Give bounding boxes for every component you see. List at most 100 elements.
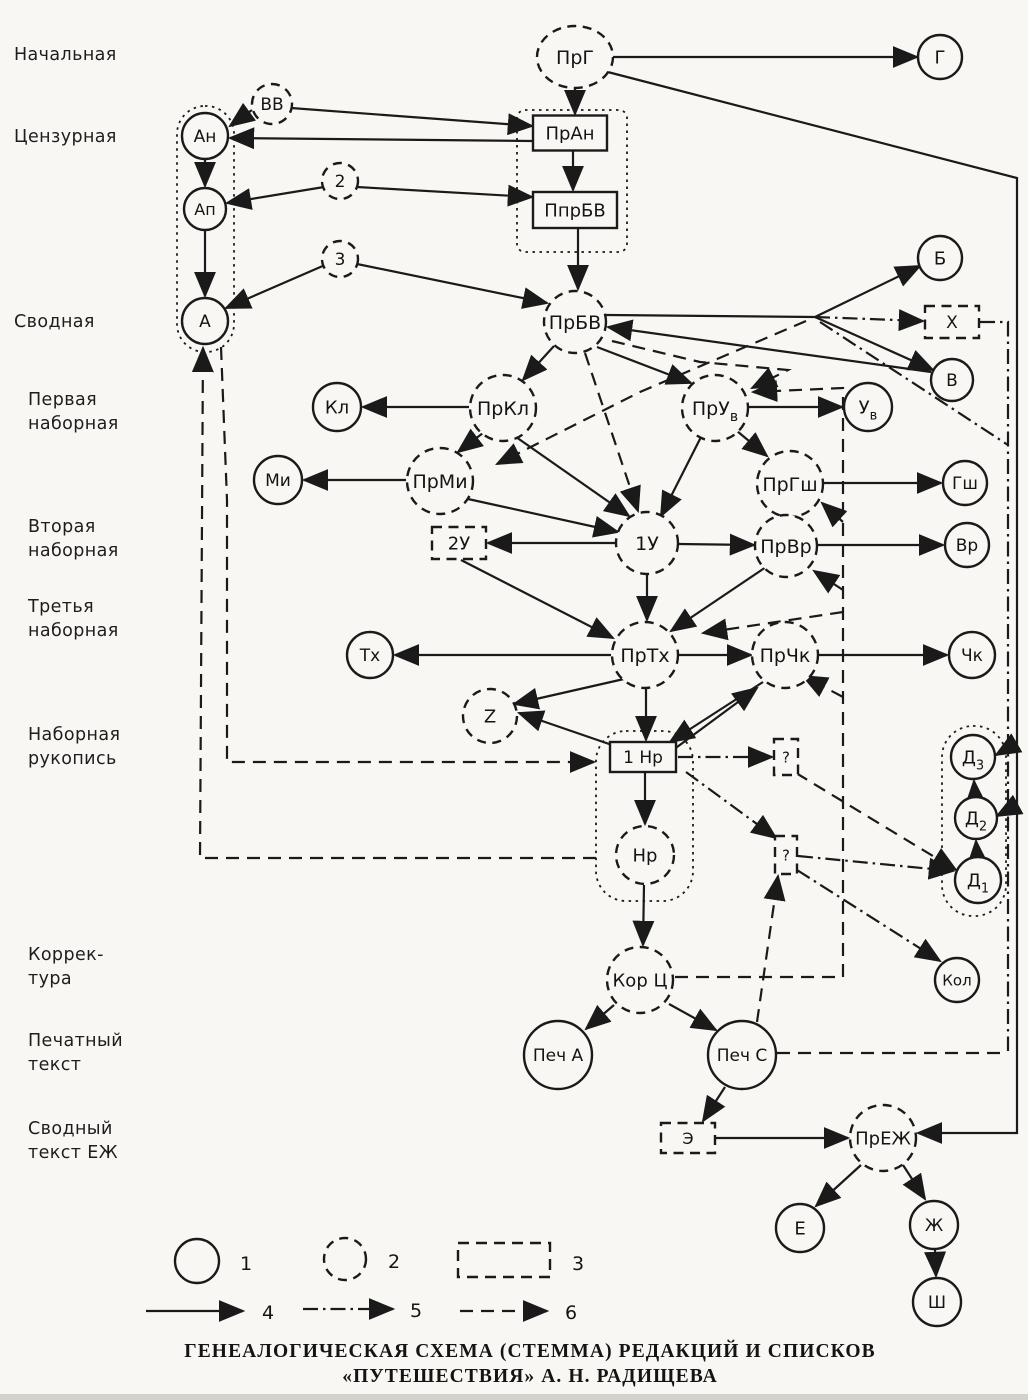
container-group-an-ap-a <box>176 105 235 353</box>
edge-korts-to-pechs <box>668 1003 718 1032</box>
node-erect-shape <box>659 1121 717 1155</box>
caption-line1: ГЕНЕАЛОГИЧЕСКАЯ СХЕМА (СТЕММА) РЕДАКЦИЙ … <box>184 1340 876 1362</box>
node-q2-label: ? <box>782 846 790 864</box>
edge-n3-to-a <box>223 263 326 310</box>
node-prtkh-label: ПрТх <box>620 645 669 667</box>
node-zh-shape <box>908 1199 960 1251</box>
caption-layer: ГЕНЕАЛОГИЧЕСКАЯ СХЕМА (СТЕММА) РЕДАКЦИЙ … <box>184 1340 876 1387</box>
node-kl-label: Кл <box>325 397 349 418</box>
node-pruv-label: ПрУв <box>692 398 738 425</box>
edge-pruv-to-prgsh <box>736 430 769 458</box>
node-n3-shape <box>320 239 360 279</box>
node-n2-shape <box>320 161 360 201</box>
cropped-text-strip <box>0 1394 1028 1400</box>
stage-tretya-nabornaya-line2: наборная <box>28 621 119 641</box>
stage-nabornaya-rukopis-line1: Наборная <box>28 725 120 745</box>
edge-xline-to-d2c <box>995 794 1024 818</box>
node-kl-shape <box>311 381 363 433</box>
node-pprbv-shape <box>531 190 619 230</box>
node-pecha-label: Печ А <box>533 1046 584 1066</box>
node-a-label: А <box>199 312 211 332</box>
node-d3c-shape <box>949 733 997 781</box>
node-ap-shape <box>182 186 228 232</box>
node-prgsh-label: ПрГш <box>762 474 817 496</box>
legend-arrow-solid-label: 4 <box>262 1302 274 1324</box>
node-v-label: В <box>946 371 958 391</box>
edge-nr1-to-prchk <box>672 686 759 751</box>
node-vv-label: ВВ <box>260 95 283 115</box>
node-prvr-shape <box>753 513 819 579</box>
edge-pruv-to-u1 <box>660 436 702 518</box>
node-b-shape <box>916 234 964 282</box>
edge-n2-to-pprbv <box>356 184 535 207</box>
edge-korts-to-prvr <box>812 569 844 594</box>
node-pran-label: ПрАн <box>545 123 594 144</box>
node-sh-label: Ш <box>928 1293 946 1313</box>
node-prtkh-shape <box>610 620 680 690</box>
node-pechs-label: Печ С <box>717 1046 768 1066</box>
node-prg-shape <box>535 24 615 90</box>
node-zh-label: Ж <box>925 1216 943 1236</box>
node-prchk-shape <box>750 620 820 690</box>
edge-nr-to-korts <box>632 884 655 948</box>
edge-u2-to-prtkh <box>460 559 615 640</box>
node-sh-shape <box>911 1276 963 1328</box>
stage-korrektura-line1: Коррек- <box>28 945 104 965</box>
edge-korts-to-pruv <box>675 379 845 979</box>
node-pprbv-label: ПпрБВ <box>544 200 605 221</box>
node-nr-shape <box>614 824 676 886</box>
stage-tretya-nabornaya-line1: Третья <box>27 597 94 617</box>
edge-korts-to-prgsh <box>820 501 848 528</box>
node-korts-label: Кор Ц <box>613 970 668 991</box>
stage-tsenzurnaya-line1: Цензурная <box>14 127 117 147</box>
node-chk-shape <box>947 630 997 680</box>
node-x-label: Х <box>946 313 958 333</box>
node-kol-shape <box>933 956 981 1004</box>
node-d1c-label: Д1 <box>967 870 989 896</box>
node-u1-label: 1У <box>635 533 659 555</box>
edge-nr1-to-q2 <box>685 771 778 840</box>
stage-svodny-tekst-ezh-line2: текст ЕЖ <box>28 1143 118 1163</box>
edge-vv-to-pran <box>290 106 535 136</box>
node-erect-label: Э <box>682 1129 693 1148</box>
legend-circle-solid-symbol <box>173 1237 221 1285</box>
node-e-label: Е <box>794 1218 805 1239</box>
node-prg-label: ПрГ <box>556 47 594 69</box>
node-tkh-shape <box>345 630 395 680</box>
edge-prbv-to-u1 <box>583 352 641 514</box>
node-nr1-label: 1 Нр <box>623 748 663 768</box>
container-group-1nr-nr <box>595 730 694 902</box>
edge-prbv-to-xline <box>819 321 1009 446</box>
node-n2-label: 2 <box>335 172 346 192</box>
edge-d2c-to-d3c <box>964 778 987 806</box>
node-d2c-label: Д2 <box>965 808 987 834</box>
node-nr-label: Нр <box>633 845 658 866</box>
edge-prvr-to-prtkh <box>669 566 767 633</box>
node-e-shape <box>774 1202 826 1254</box>
stage-svodnaya-line1: Сводная <box>14 312 95 332</box>
edge-nr1-to-z <box>516 710 613 747</box>
stage-nachalnaya-line1: Начальная <box>14 45 117 65</box>
node-mi-shape <box>252 454 304 506</box>
legend-arrow-dashdot-label: 5 <box>410 1300 422 1322</box>
edge-prbv-to-prmi <box>495 319 807 465</box>
node-prmi-label: ПрМи <box>412 471 467 493</box>
edge-prbv-to-pruv <box>596 345 694 385</box>
edge-prbv-to-prkl <box>521 345 555 382</box>
legend-circle-solid-label: 1 <box>240 1253 252 1275</box>
node-pran-shape <box>531 114 609 152</box>
node-pruv-shape <box>680 373 750 443</box>
node-b-label: Б <box>934 248 946 269</box>
edge-prezh-to-zh <box>902 1164 927 1201</box>
edge-prkl-to-prmi <box>456 428 484 454</box>
edge-n2-to-ap <box>224 185 325 210</box>
edge-q1-to-d1c <box>795 772 958 872</box>
node-pechs-shape <box>706 1019 778 1091</box>
legend-arrow-dashed-label: 6 <box>565 1302 577 1324</box>
node-vr-label: Вр <box>956 536 978 556</box>
edge-x-to-xline <box>980 320 1010 1051</box>
node-u2-shape <box>430 525 488 561</box>
edge-q2-to-kol <box>796 869 942 963</box>
